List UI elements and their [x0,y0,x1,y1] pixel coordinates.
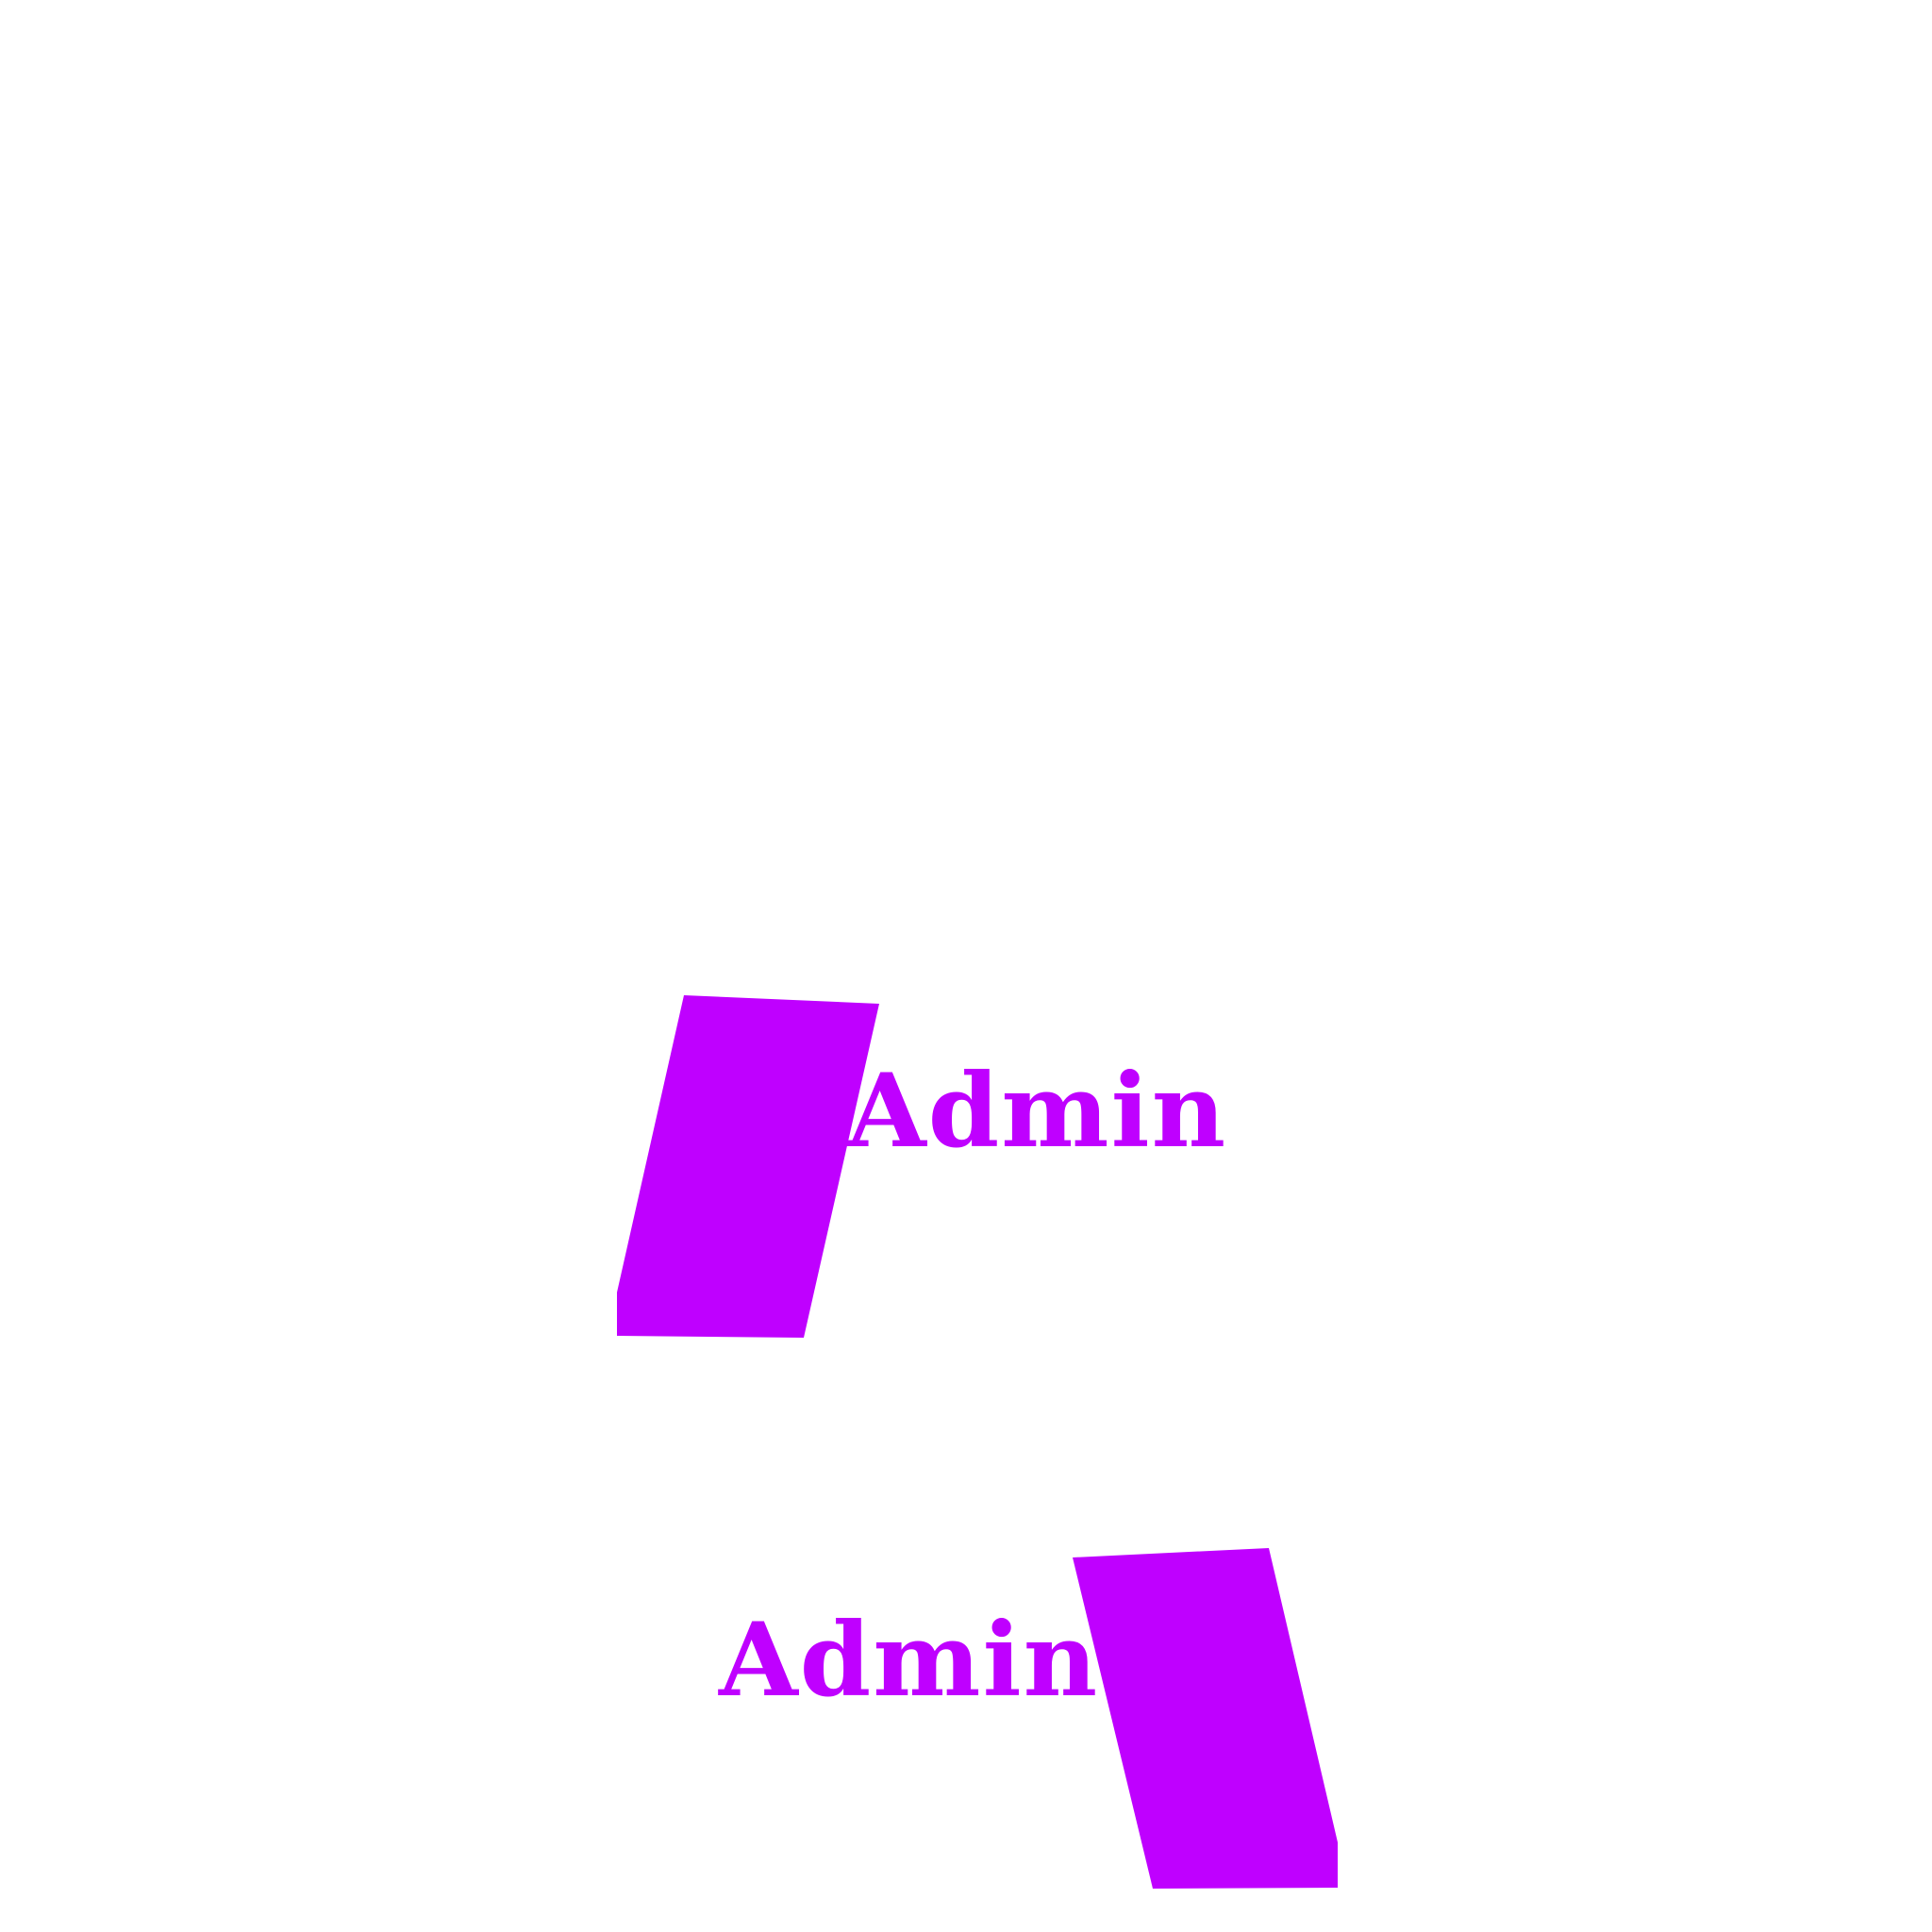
logo-bottom-text: Admin [719,1601,1100,1720]
logo-top-parallelogram-shape [617,995,879,1338]
logo-top-text: Admin [847,1052,1228,1171]
logo-bottom-parallelogram-shape [1073,1548,1338,1889]
